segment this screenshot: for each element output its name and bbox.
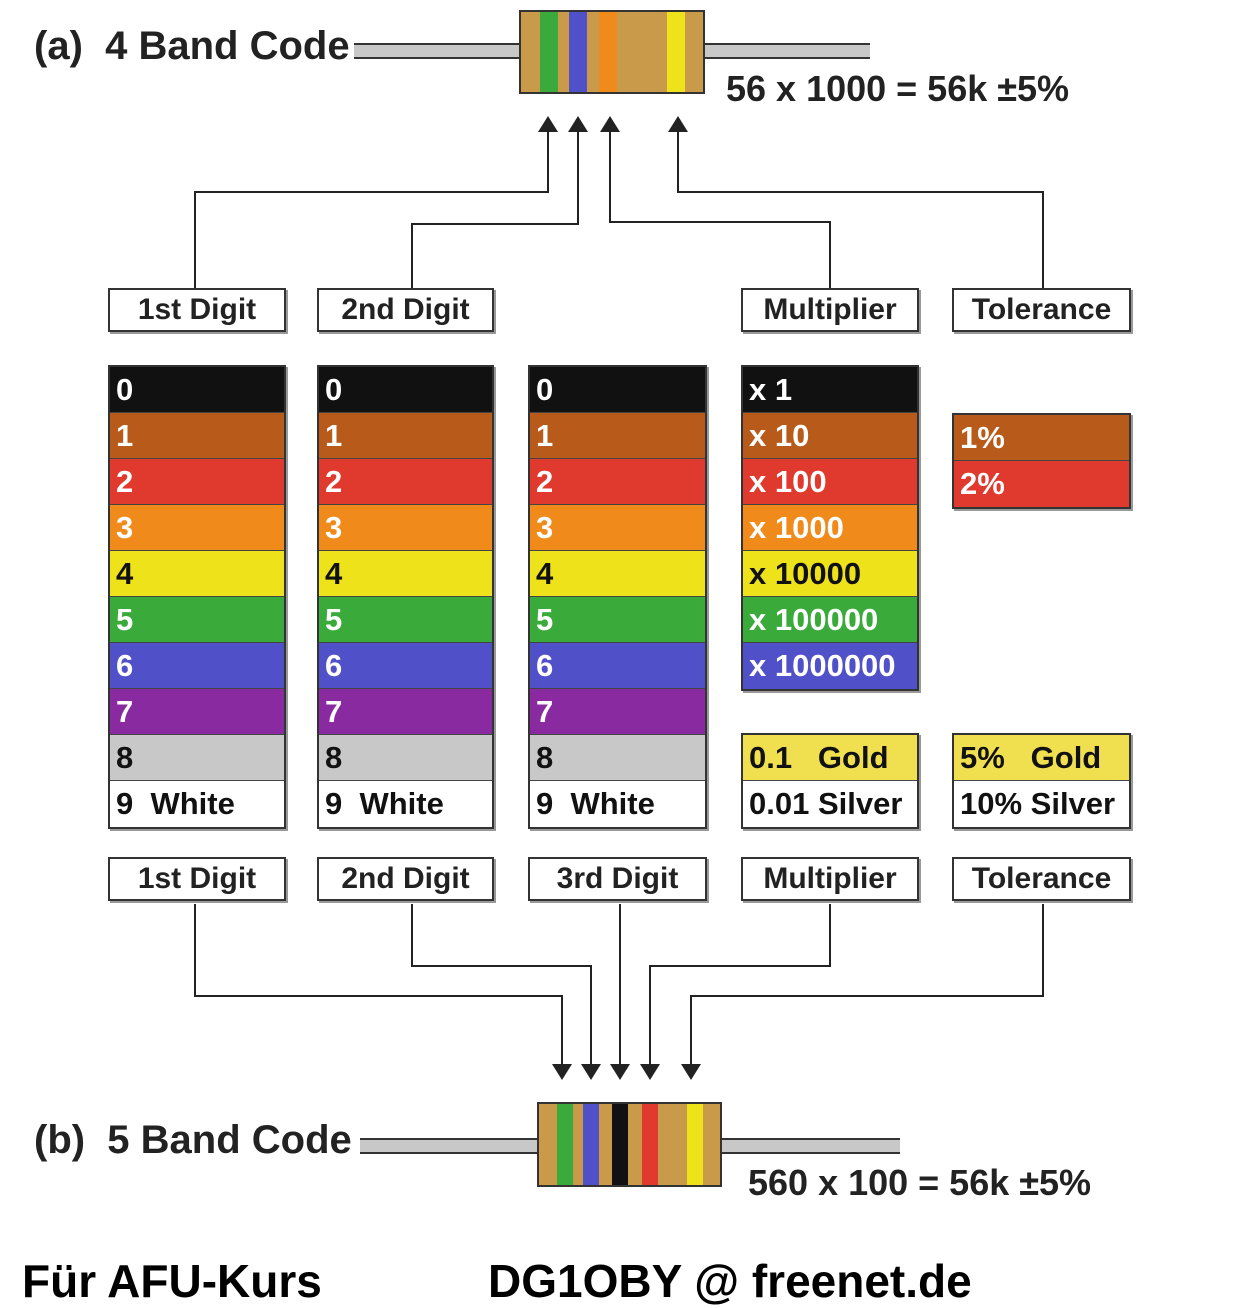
color-row: 5 (530, 597, 705, 643)
color-row: x 1000000 (743, 643, 917, 689)
color-row: 2 (319, 459, 492, 505)
resistor-band (667, 12, 685, 92)
color-row: 7 (319, 689, 492, 735)
resistor-band (583, 1104, 599, 1185)
color-row: 1% (954, 415, 1129, 461)
color-row: 2 (110, 459, 284, 505)
four-band-resistor (519, 10, 705, 94)
color-row: 6 (530, 643, 705, 689)
color-row: x 100000 (743, 597, 917, 643)
resistor-band (612, 1104, 628, 1185)
color-row: 9 White (319, 781, 492, 827)
resistor-band (569, 12, 587, 92)
color-row: 9 White (110, 781, 284, 827)
resistor-lead (360, 1138, 538, 1154)
color-row: 1 (319, 413, 492, 459)
color-row: 0.01 Silver (743, 781, 917, 827)
color-row: 5 (110, 597, 284, 643)
five-band-resistor (537, 1102, 722, 1187)
color-row: 5% Gold (954, 735, 1129, 781)
color-row: 4 (319, 551, 492, 597)
resistor-band (599, 12, 617, 92)
color-row: 8 (319, 735, 492, 781)
five-band-equation: 560 x 100 = 56k ±5% (748, 1162, 1092, 1203)
label-1st-digit: 1st Digit (108, 288, 286, 332)
color-row: x 1 (743, 367, 917, 413)
color-row: 1 (110, 413, 284, 459)
color-row: 2% (954, 461, 1129, 507)
resistor-band (540, 12, 558, 92)
footer-contact: DG1OBY @ freenet.de (488, 1255, 972, 1307)
resistor-lead (703, 43, 870, 59)
color-row: 2 (530, 459, 705, 505)
color-row: x 100 (743, 459, 917, 505)
tolerance-column: 1%2% (952, 413, 1131, 509)
color-row: 1 (530, 413, 705, 459)
four-band-title: (a) 4 Band Code (34, 24, 350, 68)
color-row: 7 (530, 689, 705, 735)
resistor-band (687, 1104, 703, 1185)
label-1st-digit: 1st Digit (108, 857, 286, 901)
label-2nd-digit: 2nd Digit (317, 288, 494, 332)
color-row: 9 White (530, 781, 705, 827)
resistor-lead (720, 1138, 900, 1154)
label-tolerance: Tolerance (952, 288, 1131, 332)
label-3rd-digit: 3rd Digit (528, 857, 707, 901)
five-band-title: (b) 5 Band Code (34, 1118, 352, 1162)
color-row: 7 (110, 689, 284, 735)
label-tolerance: Tolerance (952, 857, 1131, 901)
color-row: x 10 (743, 413, 917, 459)
color-row: 8 (530, 735, 705, 781)
footer-course: Für AFU-Kurs (22, 1255, 322, 1307)
label-multiplier: Multiplier (741, 857, 919, 901)
color-row: 3 (319, 505, 492, 551)
color-row: 8 (110, 735, 284, 781)
resistor-band (642, 1104, 658, 1185)
label-2nd-digit: 2nd Digit (317, 857, 494, 901)
resistor-band (557, 1104, 573, 1185)
color-row: 3 (110, 505, 284, 551)
color-row: 6 (110, 643, 284, 689)
color-row: 0.1 Gold (743, 735, 917, 781)
color-row: 5 (319, 597, 492, 643)
color-row: x 10000 (743, 551, 917, 597)
color-row: 10% Silver (954, 781, 1129, 827)
color-row: 0 (319, 367, 492, 413)
label-multiplier: Multiplier (741, 288, 919, 332)
color-row: 3 (530, 505, 705, 551)
color-row: 4 (530, 551, 705, 597)
color-row: 4 (110, 551, 284, 597)
four-band-equation: 56 x 1000 = 56k ±5% (726, 68, 1070, 109)
color-row: 6 (319, 643, 492, 689)
color-row: x 1000 (743, 505, 917, 551)
resistor-lead (354, 43, 520, 59)
color-row: 0 (110, 367, 284, 413)
color-row: 0 (530, 367, 705, 413)
